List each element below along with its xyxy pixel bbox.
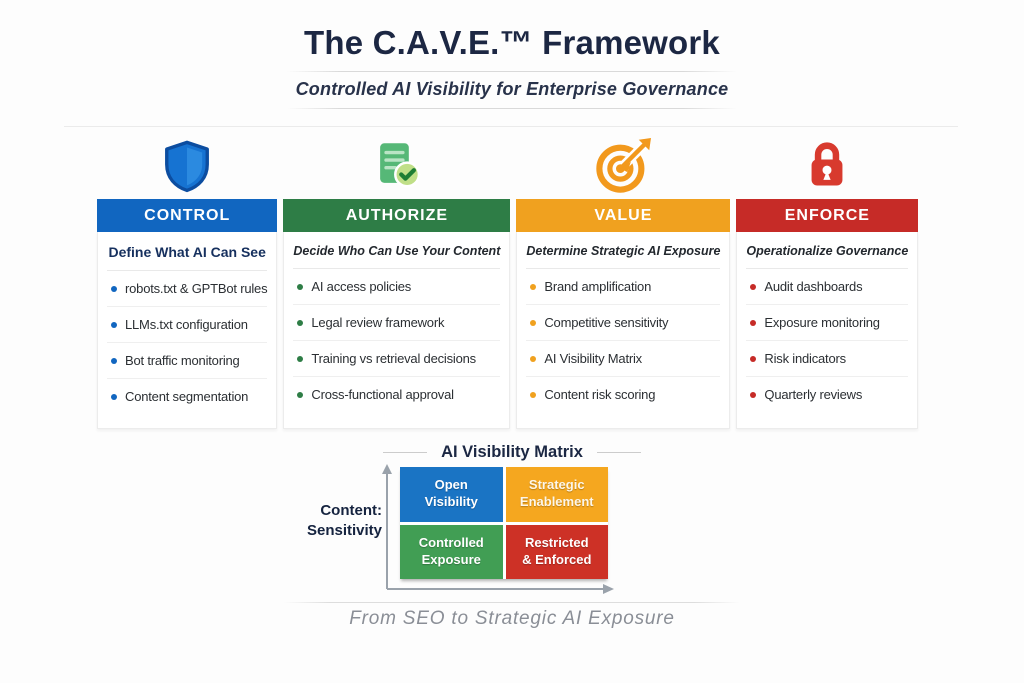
pillar-control: CONTROL Define What AI Can See robots.tx… xyxy=(97,133,278,429)
pillar-card: Decide Who Can Use Your Content AI acces… xyxy=(283,232,511,429)
list-item: AI access policies xyxy=(293,269,501,305)
bullet-dot xyxy=(111,357,117,364)
bullet-dot xyxy=(530,283,537,290)
bullet-dot xyxy=(111,321,117,328)
pillar-enforce: ENFORCE Operationalize Governance Audit … xyxy=(736,133,919,429)
pillar-subtitle: Decide Who Can Use Your Content xyxy=(293,244,501,269)
list-item: Quarterly reviews xyxy=(746,377,908,412)
pillar-subtitle: Operationalize Governance xyxy=(746,244,909,269)
pillar-value: VALUE Determine Strategic AI Exposure Br… xyxy=(516,133,731,429)
matrix-title-row: AI Visibility Matrix xyxy=(0,443,1024,462)
ai-visibility-matrix: Open Visibility Strategic Enablement Con… xyxy=(400,467,608,579)
list-item: Bot traffic monitoring xyxy=(107,343,268,379)
pillar-subtitle: Determine Strategic AI Exposure xyxy=(526,244,721,269)
tagline: From SEO to Strategic AI Exposure xyxy=(349,608,675,629)
bullet-dot xyxy=(530,319,537,326)
matrix-title: AI Visibility Matrix xyxy=(441,443,583,461)
list-item: LLMs.txt configuration xyxy=(107,307,268,343)
list-item: Brand amplification xyxy=(526,269,721,305)
divider xyxy=(287,108,737,109)
pillar-header-value: VALUE xyxy=(516,199,731,232)
pillar-card: Define What AI Can See robots.txt & GPTB… xyxy=(97,232,278,429)
list-item: Training vs retrieval decisions xyxy=(293,341,501,377)
bullet-dot xyxy=(750,283,757,290)
pillar-header-enforce: ENFORCE xyxy=(736,199,919,232)
pillar-header-authorize: AUTHORIZE xyxy=(283,199,511,232)
document-check-icon xyxy=(283,133,510,199)
divider xyxy=(287,71,737,72)
bullet-dot xyxy=(111,393,117,400)
matrix-quadrant-controlled-exposure: Controlled Exposure xyxy=(400,524,503,579)
list-item: Content risk scoring xyxy=(526,377,720,412)
pillar-columns: CONTROL Define What AI Can See robots.tx… xyxy=(97,133,919,429)
bullet-dot xyxy=(297,283,304,290)
divider xyxy=(64,126,958,127)
list-item: Content segmentation xyxy=(107,379,267,414)
page-subtitle: Controlled AI Visibility for Enterprise … xyxy=(295,79,729,99)
divider xyxy=(596,452,641,453)
list-item: Cross-functional approval xyxy=(293,377,500,412)
bullet-dot xyxy=(297,319,304,326)
pillar-header-control: CONTROL xyxy=(97,199,278,232)
list-item: robots.txt & GPTBot rules xyxy=(107,271,268,307)
bullet-dot xyxy=(530,355,537,362)
matrix-quadrant-open-visibility: Open Visibility xyxy=(400,467,503,522)
header: The C.A.V.E.™ Framework Controlled AI Vi… xyxy=(0,24,1024,109)
shield-icon xyxy=(97,133,277,199)
list-item: Risk indicators xyxy=(746,341,909,377)
pillar-subtitle: Define What AI Can See xyxy=(107,244,268,271)
matrix-quadrant-restricted-enforced: Restricted & Enforced xyxy=(505,524,608,579)
lock-icon xyxy=(736,133,918,199)
list-item: Audit dashboards xyxy=(746,269,909,305)
pillar-card: Determine Strategic AI Exposure Brand am… xyxy=(516,232,731,429)
bullet-dot xyxy=(297,355,304,362)
matrix-axes xyxy=(382,464,614,594)
divider xyxy=(383,452,428,453)
target-icon xyxy=(516,133,730,199)
bullet-dot xyxy=(750,355,757,362)
list-item: AI Visibility Matrix xyxy=(526,341,721,377)
bullet-dot xyxy=(530,391,537,398)
bullet-dot xyxy=(750,391,757,398)
bullet-dot xyxy=(297,391,304,398)
page-title: The C.A.V.E.™ Framework xyxy=(303,24,720,61)
y-axis-label: Content: Sensitivity xyxy=(306,502,382,539)
bullet-dot xyxy=(111,285,117,292)
pillar-authorize: AUTHORIZE Decide Who Can Use Your Conten… xyxy=(283,133,511,429)
list-item: Exposure monitoring xyxy=(746,305,909,341)
pillar-card: Operationalize Governance Audit dashboar… xyxy=(736,232,919,429)
list-item: Legal review framework xyxy=(293,305,501,341)
divider xyxy=(284,602,740,603)
list-item: Competitive sensitivity xyxy=(526,305,721,341)
bullet-dot xyxy=(750,319,757,326)
matrix-quadrant-strategic-enablement: Strategic Enablement xyxy=(505,467,608,522)
